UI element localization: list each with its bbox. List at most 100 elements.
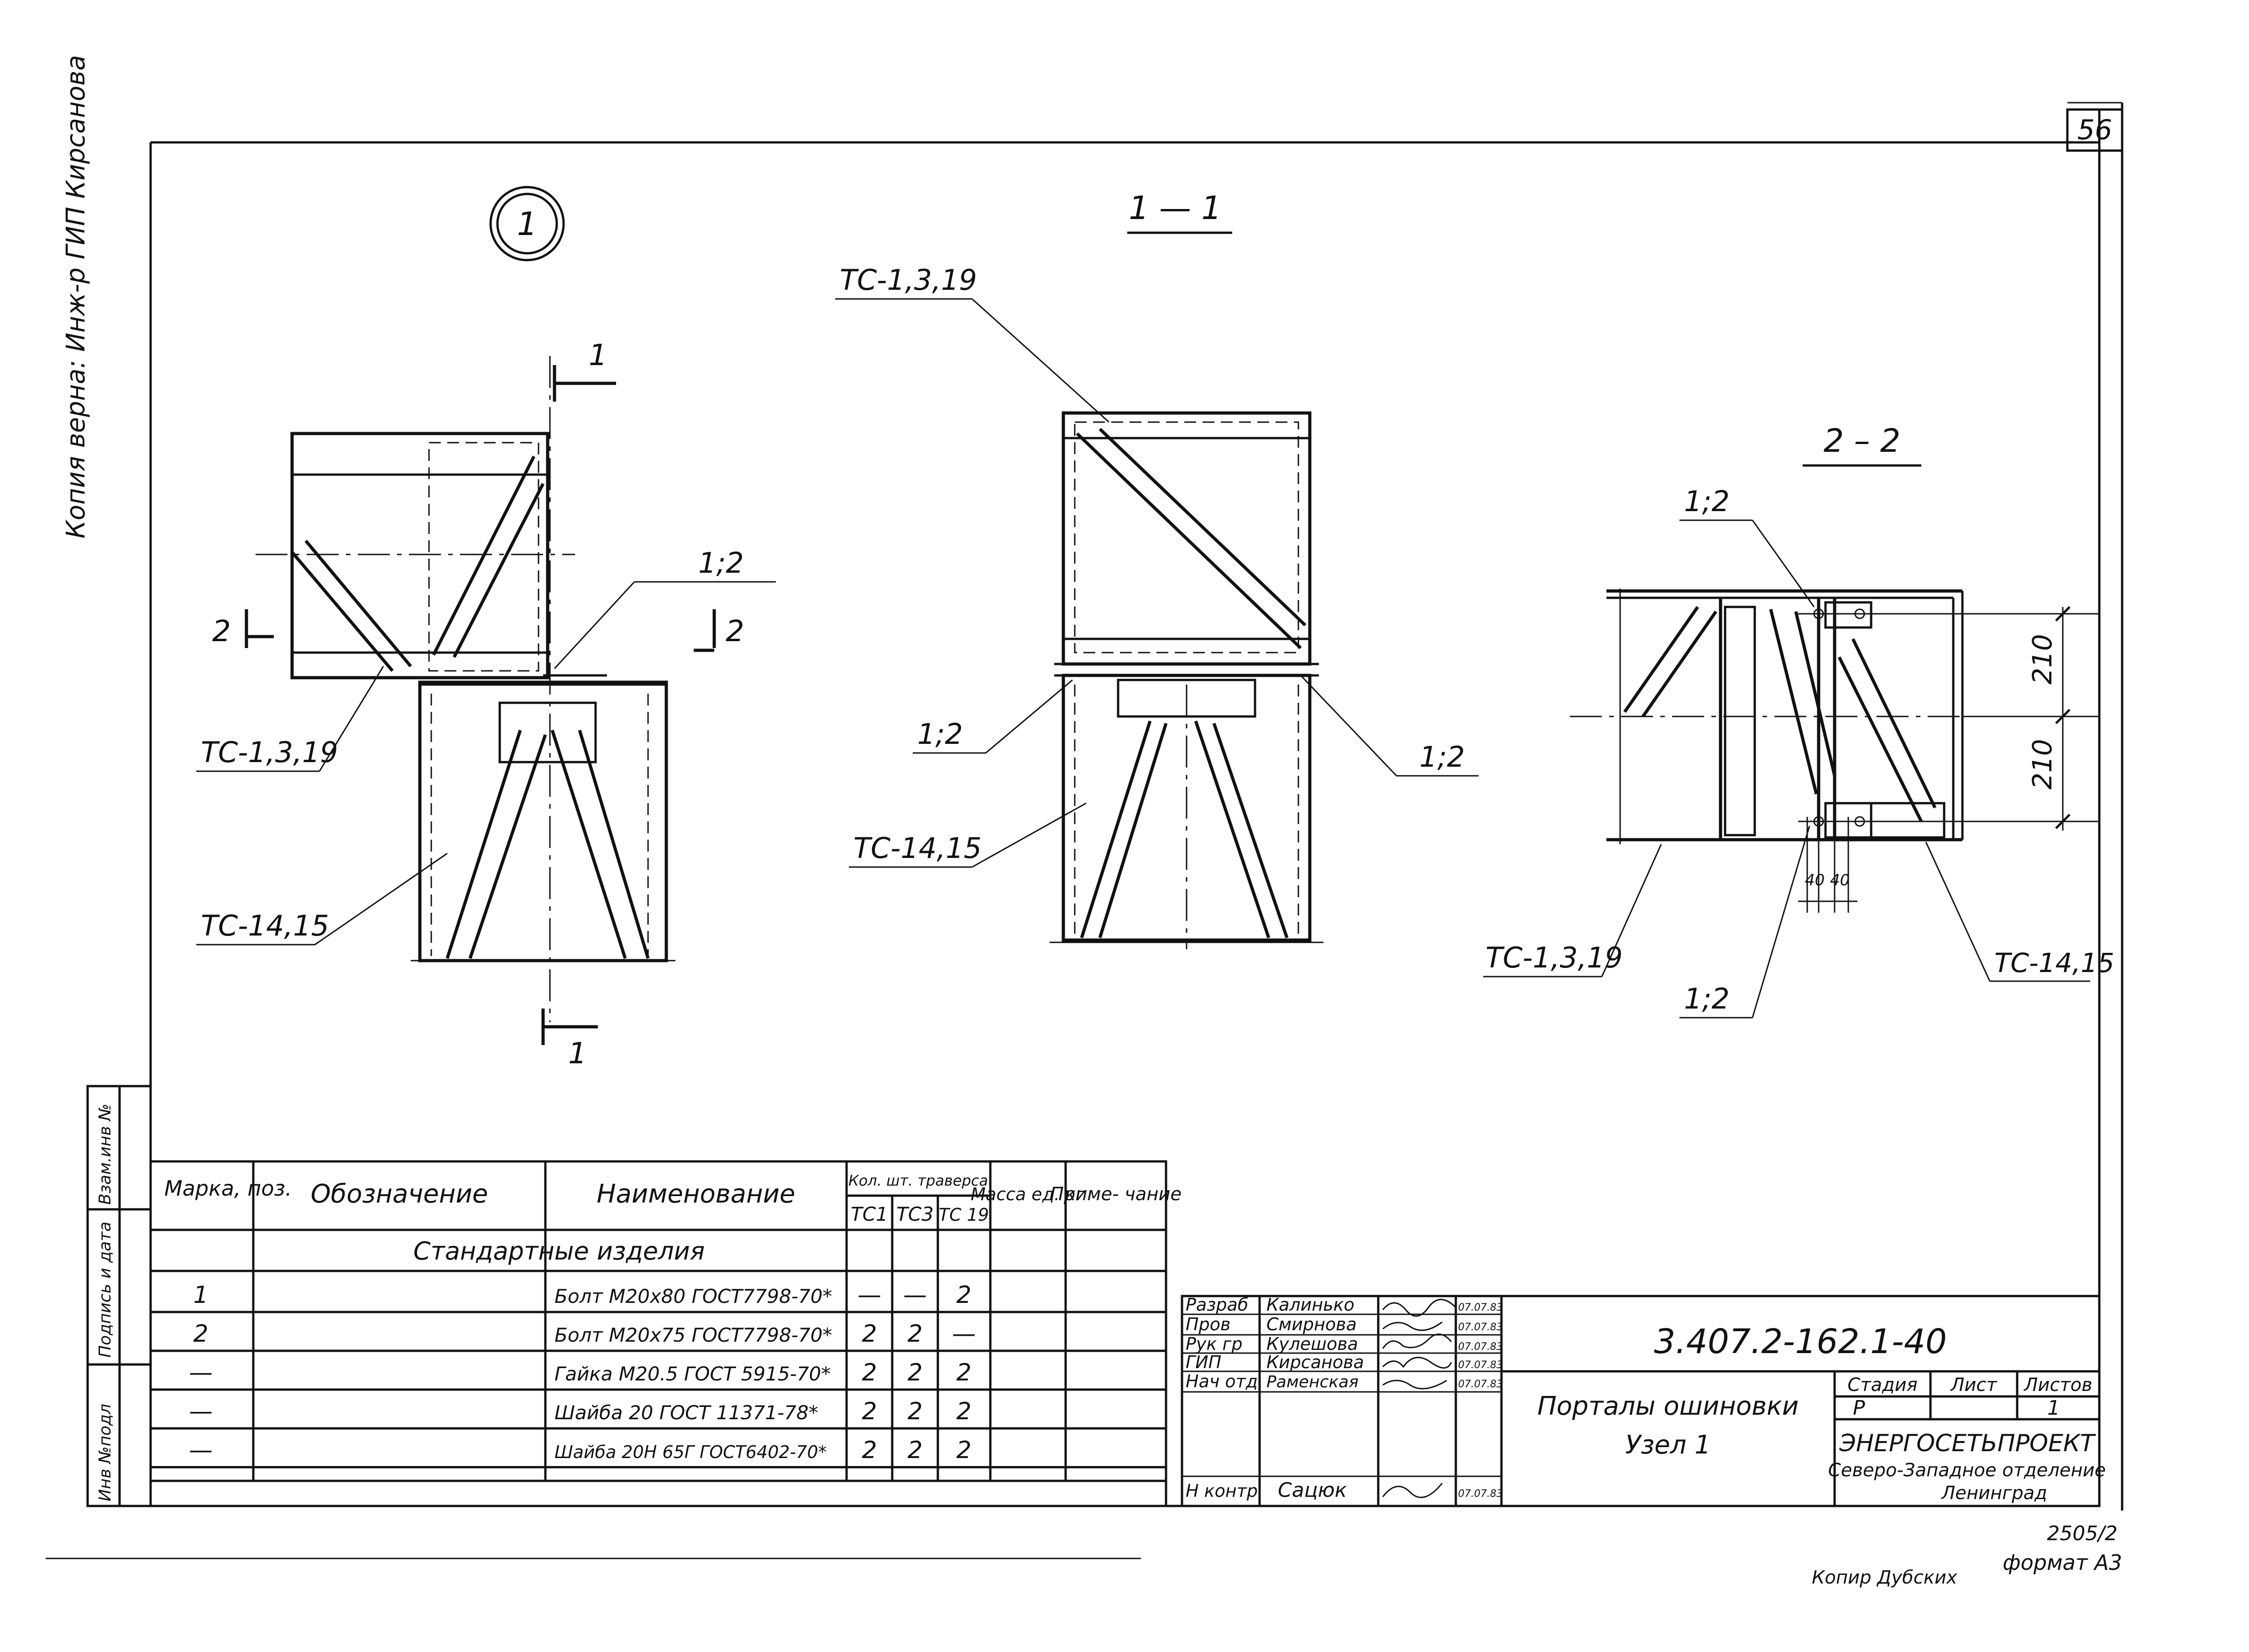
copy-verified-note: Копия верна: Инж-р ГИП Кирсанова — [61, 55, 91, 538]
s11-upper-ts-label: ТС-1,3,19 — [840, 263, 977, 297]
cut-2-right-mark: 2 — [726, 615, 744, 648]
spec-row-2-ts19: — — [952, 1320, 976, 1348]
spec-row-1-ts1: — — [858, 1281, 881, 1309]
title-person-5-date: 07.07.83 — [1458, 1379, 1503, 1390]
spec-row-2-ts3: 2 — [907, 1320, 922, 1348]
title-person-7-date: 07.07.83 — [1458, 1488, 1503, 1500]
spec-row-3-mark: — — [189, 1359, 213, 1386]
copier-note: Копир Дубских — [1812, 1567, 1957, 1588]
dim-40-left: 40 — [1805, 871, 1825, 889]
doc-title-line-2: Узел 1 — [1625, 1430, 1711, 1460]
node-pos-label: 1;2 — [698, 546, 744, 580]
org-branch: Северо-Западное отделение — [1828, 1460, 2106, 1481]
spec-row-2-mark: 2 — [193, 1320, 208, 1348]
cut-1-bottom-mark: 1 — [568, 1037, 587, 1071]
title-person-4-role: ГИП — [1186, 1352, 1221, 1372]
dim-210-lower: 210 — [2027, 739, 2058, 789]
side-stamp-sign: Подпись и дата — [96, 1222, 115, 1358]
org-name: ЭНЕРГОСЕТЬПРОЕКТ — [1839, 1430, 2096, 1457]
cut-1-top-mark: 1 — [589, 339, 607, 372]
spec-header-name: Наименование — [596, 1179, 795, 1209]
s22-upper-ts-label: ТС-1,3,19 — [1485, 941, 1623, 974]
format-note: формат А3 — [2003, 1550, 2122, 1575]
signatures — [1382, 1299, 1457, 1498]
title-person-3-role: Рук гр — [1186, 1334, 1243, 1354]
spec-row-1-ts3: — — [903, 1281, 927, 1309]
spec-header-qty: Кол. шт. траверса — [848, 1172, 988, 1189]
title-person-2-name: Смирнова — [1266, 1314, 1357, 1334]
spec-row-4-ts19: 2 — [956, 1398, 971, 1425]
order-number: 2505/2 — [2047, 1522, 2118, 1545]
spec-row-5-ts3: 2 — [907, 1437, 922, 1464]
s11-pos-left-label: 1;2 — [917, 717, 963, 751]
s11-lower-ts-label: ТС-14,15 — [853, 831, 982, 865]
side-stamp-inv: Инв №подл — [96, 1404, 115, 1501]
spec-row-1-name: Болт М20х80 ГОСТ7798-70* — [554, 1285, 832, 1307]
spec-header-mark: Марка, поз. — [164, 1176, 292, 1201]
spec-row-4-name: Шайба 20 ГОСТ 11371-78* — [554, 1401, 818, 1424]
stage-label: Стадия — [1847, 1375, 1917, 1396]
side-stamp: Инв №подл Подпись и дата Взам.инв № — [86, 1085, 152, 1507]
sheet-value: 1 — [2047, 1396, 2060, 1420]
stage-value: Р — [1853, 1396, 1865, 1420]
node-lower-ts-label: ТС-14,15 — [201, 909, 329, 942]
title-person-1-date: 07.07.83 — [1458, 1302, 1503, 1313]
spec-row-5-ts1: 2 — [862, 1437, 877, 1464]
spec-header-note: Приме- чание — [1050, 1184, 1182, 1205]
cut-2-left-mark: 2 — [212, 615, 231, 648]
doc-code: 3.407.2-162.1-40 — [1654, 1322, 1947, 1361]
spec-row-5-name: Шайба 20Н 65Г ГОСТ6402-70* — [554, 1442, 827, 1462]
page-number-box: 56 — [2066, 108, 2123, 152]
spec-header-ts3: ТС3 — [896, 1203, 934, 1225]
s22-lower-ts-label: ТС-14,15 — [1994, 947, 2114, 978]
title-person-3-date: 07.07.83 — [1458, 1341, 1503, 1353]
spec-table: Марка, поз. Обозначение Наименование Кол… — [149, 1160, 1182, 1507]
dim-210-upper: 210 — [2027, 634, 2058, 685]
spec-section-title: Стандартные изделия — [413, 1237, 705, 1265]
section-1-1-title: 1 — 1 — [1129, 189, 1222, 227]
spec-row-1-ts19: 2 — [956, 1281, 971, 1309]
spec-header-mass: Масса ед. кг — [971, 1184, 1085, 1204]
spec-header-designation: Обозначение — [311, 1179, 488, 1209]
spec-row-3-name: Гайка М20.5 ГОСТ 5915-70* — [554, 1363, 831, 1385]
title-person-3-name: Кулешова — [1266, 1334, 1358, 1354]
s22-pos-top-label: 1;2 — [1684, 485, 1730, 518]
section-1-1-view: 1 — 1 ТС-1,3,19 1;2 1;2 ТС-14,15 — [835, 189, 1479, 949]
s11-pos-right-label: 1;2 — [1419, 740, 1465, 774]
node-upper-ts-label: ТС-1,3,19 — [201, 736, 338, 769]
title-person-4-name: Кирсанова — [1266, 1352, 1364, 1372]
doc-title-line-1: Порталы ошиновки — [1538, 1391, 1799, 1421]
spec-row-3-ts19: 2 — [956, 1359, 971, 1386]
org-city: Ленинград — [1940, 1483, 2047, 1504]
title-person-4-date: 07.07.83 — [1458, 1359, 1503, 1371]
title-person-5-name: Раменская — [1266, 1373, 1359, 1391]
spec-row-5-mark: — — [189, 1437, 213, 1464]
spec-row-1-mark: 1 — [193, 1281, 208, 1309]
node-view: 1 1 1 2 2 — [196, 186, 776, 1071]
title-person-7-name: Сацюк — [1278, 1479, 1347, 1502]
title-person-7-role: Н контр — [1186, 1481, 1258, 1501]
title-person-2-role: Пров — [1186, 1314, 1230, 1334]
spec-row-3-ts1: 2 — [862, 1359, 877, 1386]
title-person-1-role: Разраб — [1186, 1295, 1248, 1315]
section-2-2-view: 2 – 2 210 210 — [1483, 422, 2114, 1019]
spec-row-4-ts1: 2 — [862, 1398, 877, 1425]
spec-row-5-ts19: 2 — [956, 1437, 971, 1464]
title-person-2-date: 07.07.83 — [1458, 1322, 1503, 1333]
spec-row-2-ts1: 2 — [862, 1320, 877, 1348]
title-person-1-name: Калинько — [1266, 1295, 1355, 1315]
sheets-label: Листов — [2023, 1375, 2092, 1396]
title-block: Разраб Калинько 07.07.83 Пров Смирнова 0… — [1181, 1295, 2106, 1507]
node-label: 1 — [517, 205, 538, 243]
dim-40-right: 40 — [1830, 871, 1850, 889]
spec-row-2-name: Болт М20х75 ГОСТ7798-70* — [554, 1324, 832, 1346]
section-2-2-title: 2 – 2 — [1824, 422, 1901, 460]
s22-pos-bottom-label: 1;2 — [1684, 982, 1730, 1015]
sheet-label: Лист — [1950, 1375, 1998, 1396]
spec-row-3-ts3: 2 — [907, 1359, 922, 1386]
spec-header-ts19: ТС 19 — [939, 1205, 989, 1225]
spec-row-4-mark: — — [189, 1398, 213, 1425]
spec-row-4-ts3: 2 — [907, 1398, 922, 1425]
side-stamp-replace: Взам.инв № — [96, 1103, 115, 1205]
